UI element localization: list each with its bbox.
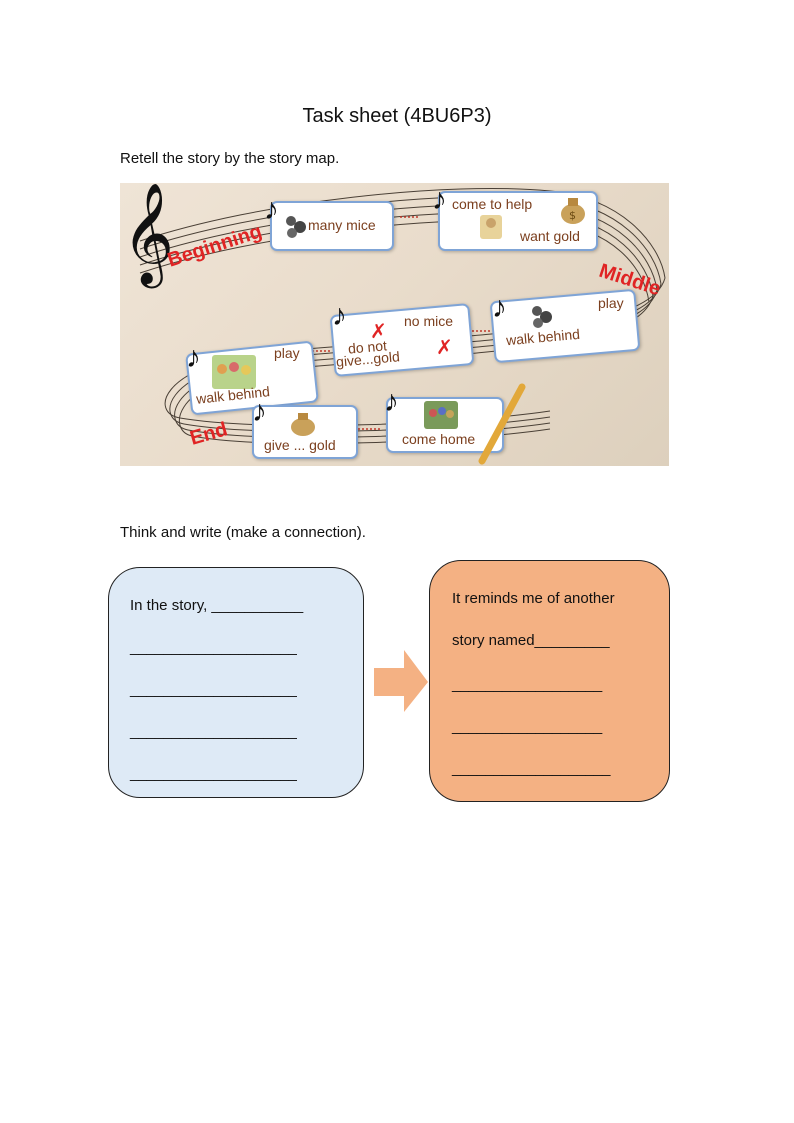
arrow-right-icon — [374, 650, 430, 714]
cross-icon: ✗ — [370, 319, 387, 344]
children-picture — [212, 355, 256, 389]
mice-icon — [528, 301, 554, 329]
gold-bag-icon — [288, 411, 318, 437]
card-label: come to help — [452, 196, 532, 212]
music-note-icon: ♪ — [332, 301, 347, 331]
instruction-retell: Retell the story by the story map. — [120, 150, 339, 167]
music-note-icon: ♪ — [384, 387, 399, 417]
card-label: many mice — [308, 217, 376, 233]
treble-clef-icon: 𝄞 — [122, 189, 174, 277]
card-label: play — [598, 295, 624, 311]
music-note-icon: ♪ — [264, 195, 279, 225]
music-note-icon: ♪ — [492, 293, 507, 323]
music-note-icon: ♪ — [252, 397, 267, 427]
gold-bag-icon: $ — [558, 195, 588, 225]
connection-line[interactable]: __________________ — [452, 718, 602, 735]
connection-line[interactable]: ___________________ — [452, 760, 611, 777]
flute-icon — [472, 381, 532, 466]
connection-line[interactable]: story named_________ — [452, 632, 610, 649]
story-line[interactable]: ____________________ — [130, 681, 297, 698]
story-line[interactable]: In the story, ___________ — [130, 597, 303, 614]
instruction-write: Think and write (make a connection). — [120, 524, 366, 541]
story-line[interactable]: ____________________ — [130, 765, 297, 782]
card-label: give ... gold — [264, 437, 336, 453]
connection-line[interactable]: It reminds me of another — [452, 590, 615, 607]
mice-icon — [282, 211, 308, 239]
piper-icon — [478, 213, 504, 241]
story-map: 𝄞 Beginning Middle End ♪ many mice ♪ com… — [120, 183, 669, 466]
connection-line[interactable]: __________________ — [452, 676, 602, 693]
card-label: play — [274, 345, 300, 361]
svg-text:$: $ — [569, 209, 576, 222]
music-note-icon: ♪ — [186, 343, 201, 373]
music-note-icon: ♪ — [432, 185, 447, 215]
card-label: come home — [402, 431, 475, 447]
card-label: want gold — [520, 228, 580, 244]
story-line[interactable]: ____________________ — [130, 639, 297, 656]
page-title: Task sheet (4BU6P3) — [0, 105, 794, 128]
story-line[interactable]: ____________________ — [130, 723, 297, 740]
card-label: no mice — [404, 313, 453, 329]
cross-icon: ✗ — [436, 335, 453, 360]
children-picture — [424, 401, 458, 429]
